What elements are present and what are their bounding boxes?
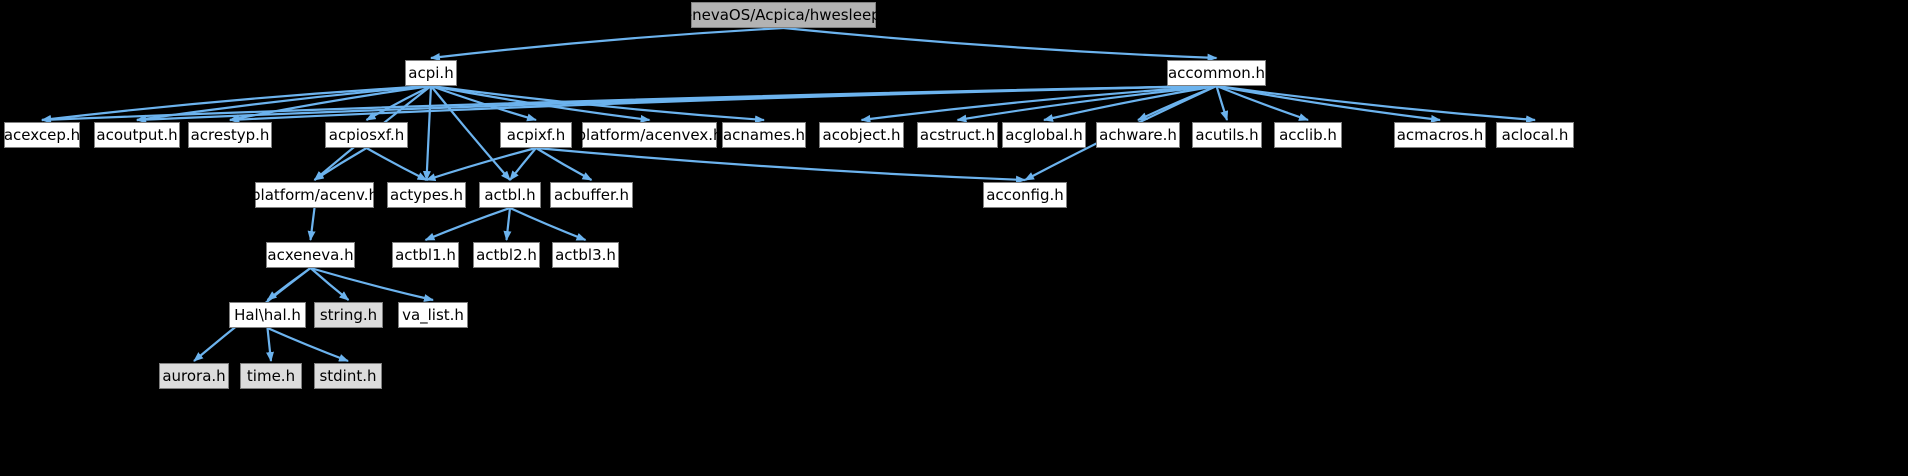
- graph-node-acclib[interactable]: acclib.h: [1274, 122, 1342, 148]
- edge-accommon-to-acobject: [860, 84, 1217, 123]
- graph-node-acoutput[interactable]: acoutput.h: [94, 122, 180, 148]
- edge-halhal-to-time: [266, 327, 274, 362]
- graph-node-actypes[interactable]: actypes.h: [387, 182, 466, 208]
- graph-node-acpi[interactable]: acpi.h: [405, 60, 457, 86]
- edge-acenv-to-acxeneva: [307, 207, 316, 241]
- graph-node-accommon[interactable]: accommon.h: [1167, 60, 1266, 86]
- graph-node-acconfig[interactable]: acconfig.h: [983, 182, 1067, 208]
- edge-acpi-to-actypes: [422, 85, 433, 181]
- edge-acpixf-to-acconfig: [535, 146, 1026, 184]
- graph-node-aurora[interactable]: aurora.h: [159, 363, 229, 389]
- edge-root-to-acpi: [430, 26, 784, 61]
- graph-node-acenv[interactable]: platform/acenv.h: [251, 182, 378, 208]
- graph-node-actbl3[interactable]: actbl3.h: [552, 242, 619, 268]
- edge-accommon-to-acglobal: [1043, 84, 1217, 122]
- graph-node-acnames[interactable]: acnames.h: [722, 122, 806, 148]
- edge-acpixf-to-acbuffer: [535, 147, 593, 181]
- graph-node-acpiosxf[interactable]: acpiosxf.h: [325, 122, 408, 148]
- edge-accommon-to-acoutput: [136, 84, 1217, 124]
- graph-node-acpixf[interactable]: acpixf.h: [500, 122, 572, 148]
- graph-node-stdint[interactable]: stdint.h: [314, 363, 382, 389]
- edge-acpiosxf-to-actypes: [365, 147, 428, 181]
- edge-accommon-to-acutils: [1215, 85, 1229, 121]
- graph-node-acbuffer[interactable]: acbuffer.h: [550, 182, 633, 208]
- edge-accommon-to-aclocal: [1216, 84, 1536, 124]
- graph-node-valist[interactable]: va_list.h: [398, 302, 468, 328]
- edge-actbl-to-actbl3: [509, 206, 587, 242]
- graph-node-acstruct[interactable]: acstruct.h: [917, 122, 998, 148]
- edge-accommon-to-acstruct: [956, 84, 1217, 123]
- graph-node-actbl2[interactable]: actbl2.h: [473, 242, 540, 268]
- graph-node-acxeneva[interactable]: acxeneva.h: [266, 242, 355, 268]
- edge-acpixf-to-actbl: [509, 147, 537, 181]
- graph-node-acenvex[interactable]: platform/acenvex.h: [577, 122, 722, 148]
- edge-acpiosxf-to-acenv: [313, 147, 368, 181]
- graph-node-acglobal[interactable]: acglobal.h: [1002, 122, 1086, 148]
- graph-node-root[interactable]: XenevaOS/Acpica/hwesleep.c: [673, 2, 894, 28]
- edge-acpi-to-acpiosxf: [365, 85, 432, 121]
- graph-node-halhal[interactable]: Hal\hal.h: [229, 302, 306, 328]
- graph-node-acexcep[interactable]: acexcep.h: [4, 122, 80, 148]
- edge-accommon-to-acclib: [1216, 84, 1309, 122]
- graph-node-aclocal[interactable]: aclocal.h: [1496, 122, 1574, 148]
- edge-halhal-to-stdint: [267, 326, 349, 363]
- graph-node-acobject[interactable]: acobject.h: [819, 122, 904, 148]
- edge-acpixf-to-actypes: [425, 146, 537, 182]
- edge-accommon-to-acmacros: [1216, 84, 1441, 123]
- edge-acpi-to-acexcep: [41, 84, 432, 123]
- graph-node-acutils[interactable]: acutils.h: [1192, 122, 1262, 148]
- edge-actbl-to-actbl2: [503, 207, 512, 241]
- graph-node-achware[interactable]: achware.h: [1096, 122, 1180, 148]
- graph-node-actbl[interactable]: actbl.h: [479, 182, 541, 208]
- edge-acxeneva-to-valist: [310, 266, 434, 302]
- edge-acxeneva-to-string: [309, 267, 350, 301]
- edge-root-to-accommon: [783, 26, 1218, 62]
- graph-node-time[interactable]: time.h: [240, 363, 302, 389]
- graph-node-acmacros[interactable]: acmacros.h: [1394, 122, 1486, 148]
- edge-acpi-to-actbl: [430, 85, 511, 181]
- graph-node-actbl1[interactable]: actbl1.h: [392, 242, 459, 268]
- graph-node-acrestyp[interactable]: acrestyp.h: [188, 122, 272, 148]
- edge-acpi-to-acnames: [430, 84, 765, 124]
- edge-actbl-to-actbl1: [424, 206, 511, 242]
- edge-accommon-to-acrestyp: [229, 84, 1217, 124]
- graph-node-string[interactable]: string.h: [314, 302, 383, 328]
